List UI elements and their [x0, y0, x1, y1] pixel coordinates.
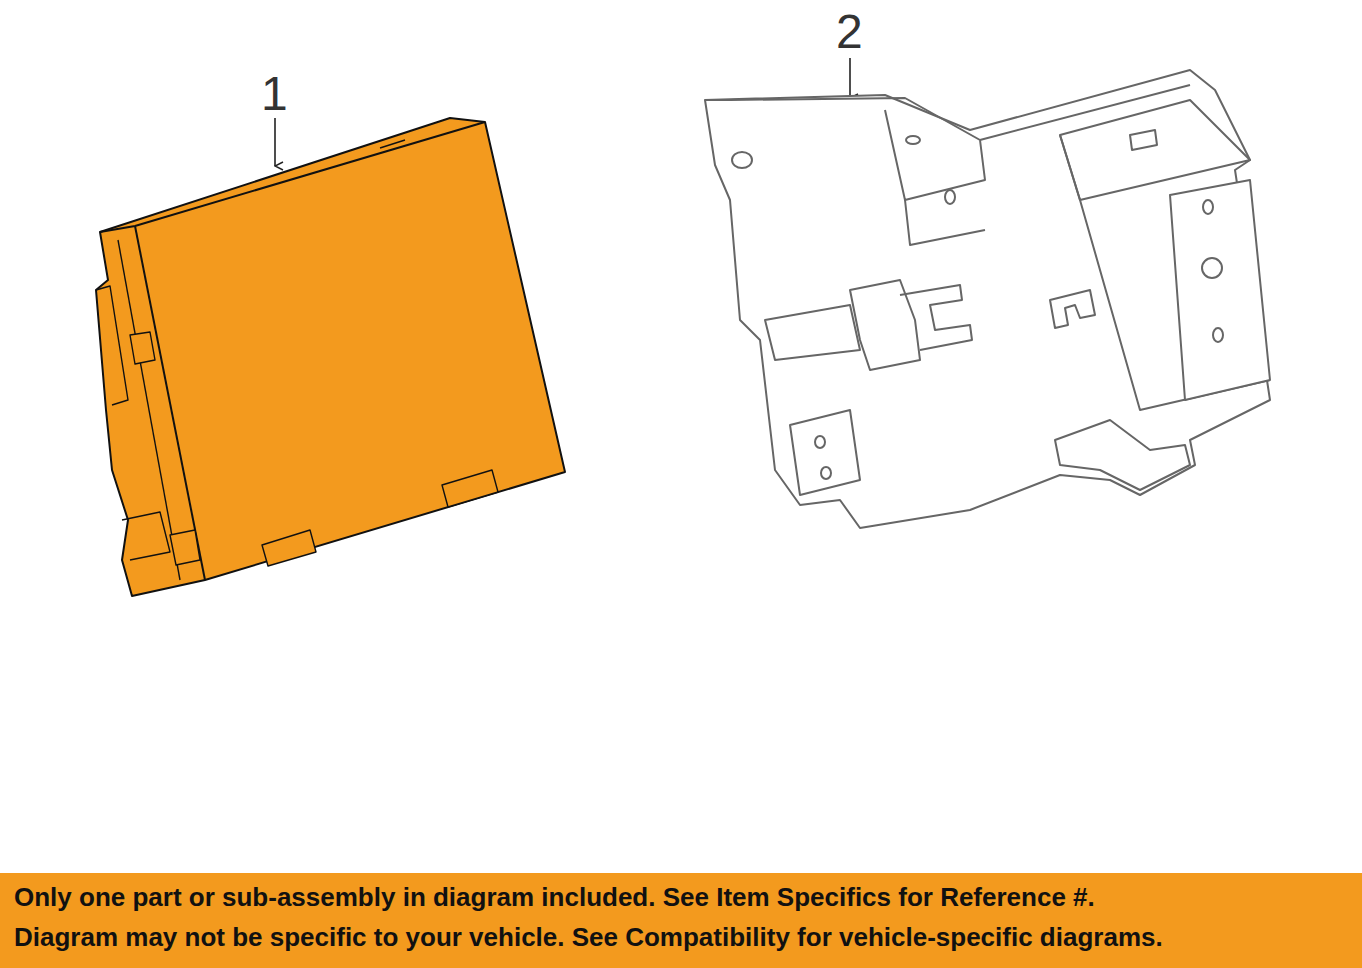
callout-number: 1 — [261, 70, 288, 118]
notice-text: Diagram may not be specific to your vehi… — [14, 923, 1163, 953]
leader-line — [274, 118, 276, 166]
leader-line — [849, 58, 851, 98]
mounting-bracket — [705, 70, 1270, 528]
control-module — [96, 118, 565, 596]
notice-text: Only one part or sub-assembly in diagram… — [14, 883, 1095, 913]
notice-banner: Only one part or sub-assembly in diagram… — [0, 873, 1362, 968]
callout-number: 2 — [836, 8, 863, 56]
